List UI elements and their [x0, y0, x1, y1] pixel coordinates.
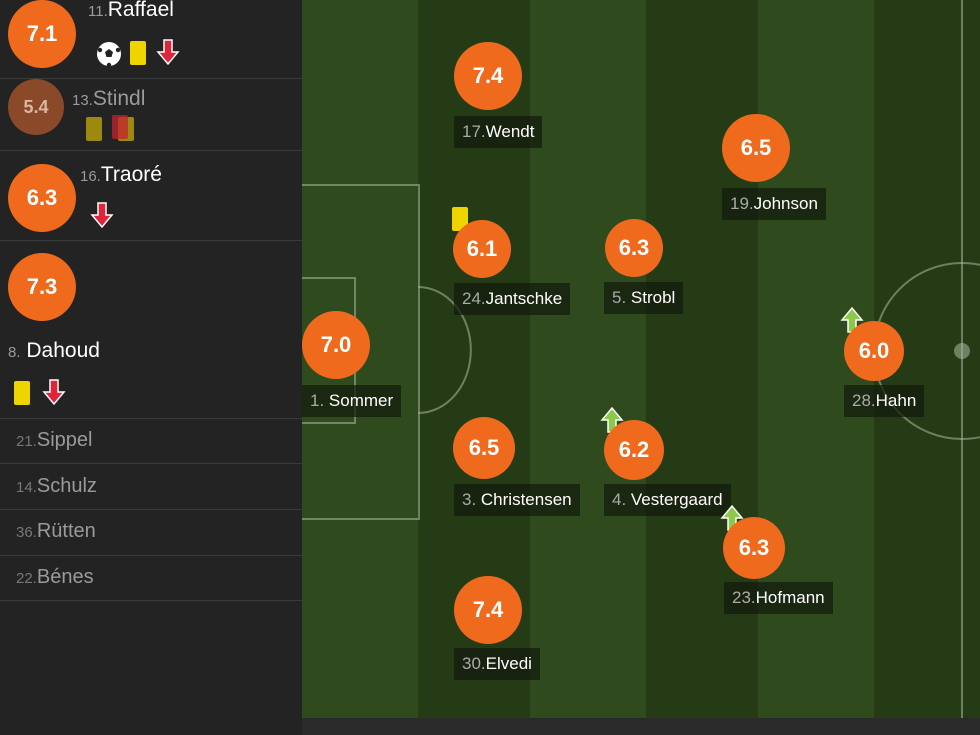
- player-rating: 6.5: [722, 114, 790, 182]
- sub-out-arrow-icon: [90, 201, 114, 234]
- pitch-player-christensen[interactable]: 6.5 3. Christensen: [453, 417, 580, 516]
- player-label: 24.Jantschke: [454, 283, 571, 315]
- pitch-player-elvedi[interactable]: 7.4 30.Elvedi: [454, 576, 540, 680]
- pitch-player-hofmann[interactable]: 6.3 23.Hofmann: [723, 517, 833, 614]
- player-label: 30.Elvedi: [454, 648, 540, 680]
- sub-out-arrow-icon: [42, 378, 66, 411]
- player-row-traore[interactable]: 6.3 16.Traoré: [0, 151, 302, 241]
- pitch-player-strobl[interactable]: 6.3 5. Strobl: [604, 219, 684, 314]
- pitch-player-hahn[interactable]: 6.0 28.Hahn: [844, 321, 925, 417]
- penalty-area: [302, 184, 420, 520]
- player-label: 1. Sommer: [302, 385, 402, 417]
- player-rating: 6.0: [844, 321, 904, 381]
- player-row-raffael[interactable]: 7.1 11.Raffael: [0, 0, 302, 79]
- player-row-stindl[interactable]: 5.4 13.Stindl: [0, 79, 302, 151]
- ball-icon: [95, 40, 123, 73]
- pitch-player-jantschke[interactable]: 6.1 24.Jantschke: [453, 220, 571, 315]
- player-row-dahoud[interactable]: 7.3 8. Dahoud: [0, 241, 302, 419]
- player-name: 11.Raffael: [88, 0, 174, 21]
- player-label: 5. Strobl: [604, 282, 684, 314]
- player-rating: 6.3: [8, 164, 76, 232]
- yellow-card-icon: [130, 41, 146, 65]
- substitute-row[interactable]: 21.Sippel: [0, 419, 302, 464]
- pitch-player-johnson[interactable]: 6.5 19.Johnson: [722, 114, 826, 220]
- player-rating: 7.1: [8, 0, 76, 68]
- pitch-player-wendt[interactable]: 7.4 17.Wendt: [454, 42, 543, 148]
- yellow-card-icon: [86, 117, 102, 141]
- substitute-row[interactable]: 14.Schulz: [0, 464, 302, 510]
- pitch-player-vestergaard[interactable]: 6.2 4. Vestergaard: [604, 420, 731, 516]
- player-label: 3. Christensen: [454, 484, 580, 516]
- player-label: 19.Johnson: [722, 188, 826, 220]
- player-name: 16.Traoré: [80, 163, 162, 186]
- pitch: 7.4 17.Wendt 6.5 19.Johnson 6.1 24.Jants…: [302, 0, 980, 718]
- pitch-player-sommer[interactable]: 7.0 1. Sommer: [302, 311, 402, 417]
- player-label: 4. Vestergaard: [604, 484, 731, 516]
- player-rating: 5.4: [8, 79, 64, 135]
- substitute-row[interactable]: 22.Bénes: [0, 556, 302, 601]
- player-rating: 7.0: [302, 311, 370, 379]
- player-rating: 6.2: [604, 420, 664, 480]
- player-label: 28.Hahn: [844, 385, 925, 417]
- player-rating: 6.3: [723, 517, 785, 579]
- player-rating: 6.3: [605, 219, 663, 277]
- player-label: 17.Wendt: [454, 116, 543, 148]
- substitute-row[interactable]: 36.Rütten: [0, 510, 302, 556]
- sub-out-arrow-icon: [156, 38, 180, 71]
- yellow-card-icon: [14, 381, 30, 405]
- player-rating: 7.4: [454, 42, 522, 110]
- player-label: 23.Hofmann: [724, 582, 833, 614]
- player-rating: 7.3: [8, 253, 76, 321]
- player-name: 13.Stindl: [72, 87, 146, 110]
- player-rating: 6.5: [453, 417, 515, 479]
- player-rating: 6.1: [453, 220, 511, 278]
- player-name: 8. Dahoud: [8, 339, 100, 362]
- bottom-bar: [302, 718, 980, 735]
- player-rating: 7.4: [454, 576, 522, 644]
- lineup-sidebar: 7.1 11.Raffael 5.4 13.Stindl 6.3 16.Trao…: [0, 0, 302, 735]
